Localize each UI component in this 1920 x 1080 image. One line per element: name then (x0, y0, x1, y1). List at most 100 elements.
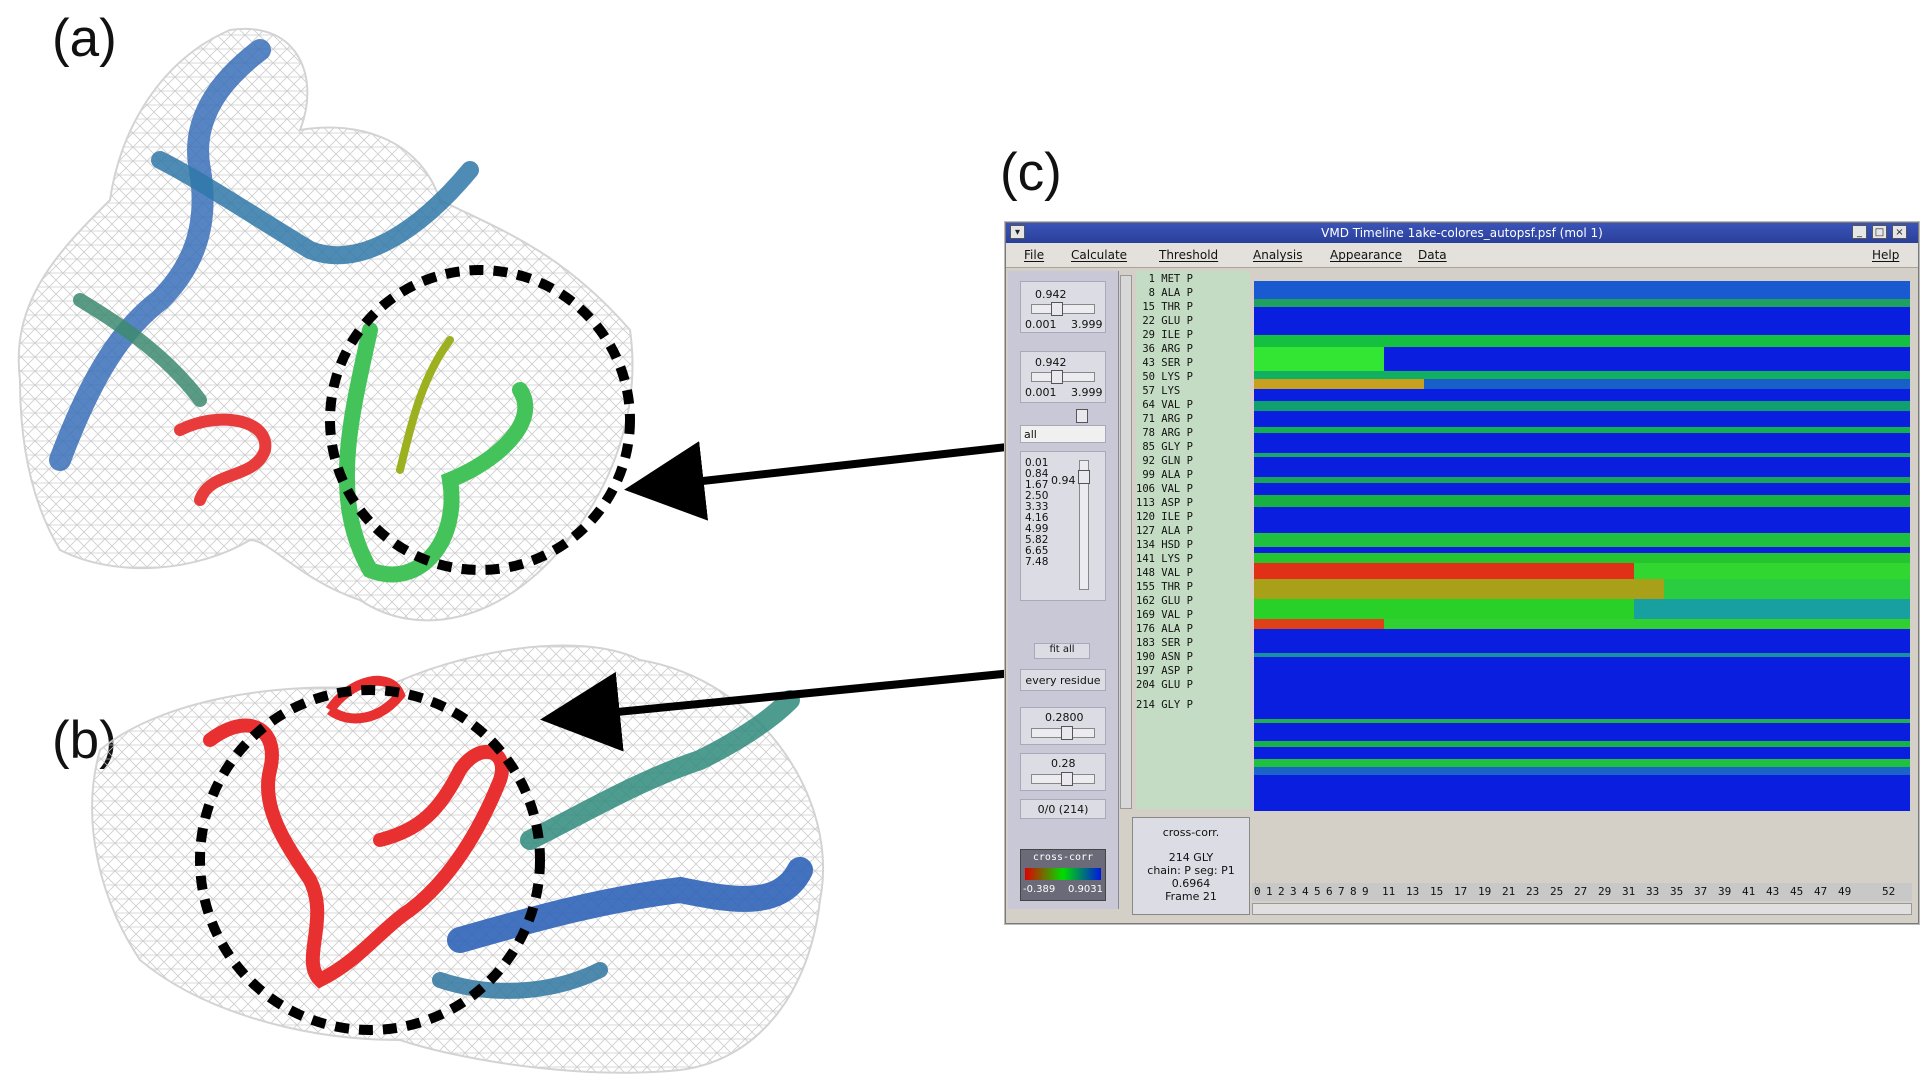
menu-file[interactable]: File (1024, 248, 1045, 262)
timeline-heatmap[interactable] (1254, 281, 1910, 811)
residue-label: 183 SER P (1136, 637, 1193, 649)
menu-threshold[interactable]: Threshold (1159, 248, 1219, 262)
scale-value: 4.16 (1025, 512, 1049, 524)
menu-appearance[interactable]: Appearance (1330, 248, 1403, 262)
legend-gradient (1025, 868, 1101, 880)
scale-value: 1.67 (1025, 479, 1049, 491)
residue-label: 176 ALA P (1136, 623, 1193, 635)
frame-tick: 3 (1290, 885, 1297, 898)
heat-band (1254, 719, 1910, 723)
title-bar[interactable]: ▾ VMD Timeline 1ake-colores_autopsf.psf … (1006, 223, 1918, 243)
residue-label: 43 SER P (1136, 357, 1193, 369)
scale-track[interactable] (1079, 460, 1089, 590)
residue-label: 99 ALA P (1136, 469, 1193, 481)
window-title: VMD Timeline 1ake-colores_autopsf.psf (m… (1321, 226, 1603, 240)
scale-value: 2.50 (1025, 490, 1049, 502)
residue-label: 8 ALA P (1136, 287, 1193, 299)
frame-tick: 33 (1646, 885, 1660, 898)
heat-band (1254, 553, 1910, 563)
menu-data[interactable]: Data (1418, 248, 1447, 262)
heat-band (1254, 759, 1910, 767)
slider4-value: 0.28 (1051, 757, 1076, 770)
heat-band (1424, 379, 1910, 389)
residue-label: 29 ILE P (1136, 329, 1193, 341)
slider1-track[interactable] (1031, 304, 1095, 314)
residue-label: 134 HSD P (1136, 539, 1193, 551)
fit-all-button[interactable]: fit all (1034, 643, 1090, 659)
frame-tick: 19 (1478, 885, 1492, 898)
selection-field[interactable]: all (1020, 425, 1106, 443)
slider3-value: 0.2800 (1045, 711, 1084, 724)
window-menu-button[interactable]: ▾ (1010, 225, 1025, 239)
frame-tick: 9 (1362, 885, 1369, 898)
panel-label-c: (c) (1000, 143, 1062, 202)
minimize-button[interactable]: _ (1852, 225, 1867, 239)
info-frame: Frame 21 (1165, 890, 1217, 903)
menu-analysis[interactable]: Analysis (1253, 248, 1303, 262)
frame-tick: 17 (1454, 885, 1468, 898)
residue-label: 57 LYS (1136, 385, 1181, 397)
info-label: cross-corr. (1162, 826, 1220, 839)
heat-band (1254, 563, 1634, 579)
slider3-box: 0.2800 (1020, 707, 1106, 745)
maximize-button[interactable]: □ (1872, 225, 1887, 239)
slider2-min: 0.001 (1025, 386, 1057, 399)
residue-label: 197 ASP P (1136, 665, 1193, 677)
slider4-thumb[interactable] (1061, 772, 1073, 786)
frame-tick: 41 (1742, 885, 1756, 898)
frame-tick: 6 (1326, 885, 1333, 898)
residue-label: 106 VAL P (1136, 483, 1193, 495)
every-residue-button[interactable]: every residue (1020, 669, 1106, 691)
heat-band (1254, 427, 1910, 433)
frame-tick: 8 (1350, 885, 1357, 898)
scale-value: 5.82 (1025, 534, 1049, 546)
slider1-thumb[interactable] (1051, 302, 1063, 316)
frame-tick: 13 (1406, 885, 1420, 898)
frame-tick: 4 (1302, 885, 1309, 898)
heat-band (1254, 299, 1910, 307)
legend-title: cross-corr (1032, 852, 1094, 863)
slider2-thumb[interactable] (1051, 370, 1063, 384)
scale-thumb[interactable] (1078, 470, 1090, 484)
frame-tick: 1 (1266, 885, 1273, 898)
menu-calculate[interactable]: Calculate (1071, 248, 1128, 262)
residue-list[interactable]: 1 MET P 8 ALA P 15 THR P 22 GLU P 29 ILE… (1136, 271, 1250, 809)
heat-band (1254, 579, 1664, 599)
heat-band (1254, 379, 1424, 389)
heat-band (1254, 767, 1910, 775)
frame-tick: 31 (1622, 885, 1636, 898)
frame-tick: 23 (1526, 885, 1540, 898)
vmd-timeline-window: ▾ VMD Timeline 1ake-colores_autopsf.psf … (1005, 222, 1919, 924)
heat-band (1254, 347, 1384, 371)
residue-label: 204 GLU P (1136, 679, 1193, 691)
scale-value: 4.99 (1025, 523, 1049, 535)
heat-band (1254, 495, 1910, 507)
frame-scrollbar[interactable] (1252, 903, 1912, 915)
slider3-thumb[interactable] (1061, 726, 1073, 740)
legend-min: -0.389 (1023, 884, 1056, 895)
heat-band (1634, 563, 1910, 579)
count-label: 0/0 (214) (1037, 803, 1089, 816)
heat-band (1254, 371, 1910, 379)
heat-band (1634, 599, 1910, 619)
scale-value: 3.33 (1025, 501, 1049, 513)
residue-scrollbar[interactable] (1120, 275, 1132, 809)
frame-tick: 5 (1314, 885, 1321, 898)
slider-hidden-thumb[interactable] (1076, 409, 1088, 423)
close-button[interactable]: × (1892, 225, 1907, 239)
heat-band (1254, 453, 1910, 457)
scale-value: 0.84 (1025, 468, 1049, 480)
menu-help[interactable]: Help (1872, 248, 1900, 262)
residue-label: 214 GLY P (1136, 699, 1193, 711)
color-legend: cross-corr -0.389 0.9031 (1020, 849, 1106, 901)
slider2-box: 0.942 0.001 3.999 (1020, 351, 1106, 403)
residue-label: 190 ASN P (1136, 651, 1193, 663)
frame-tick: 11 (1382, 885, 1396, 898)
frame-axis[interactable]: 0 1 2 3 4 5 6 7 8 9 11 13 15 17 19 21 23… (1252, 883, 1912, 901)
residue-label: 78 ARG P (1136, 427, 1193, 439)
slider4-box: 0.28 (1020, 753, 1106, 791)
frame-tick: 37 (1694, 885, 1708, 898)
residue-label: 71 ARG P (1136, 413, 1193, 425)
frame-tick: 43 (1766, 885, 1780, 898)
slider2-track[interactable] (1031, 372, 1095, 382)
